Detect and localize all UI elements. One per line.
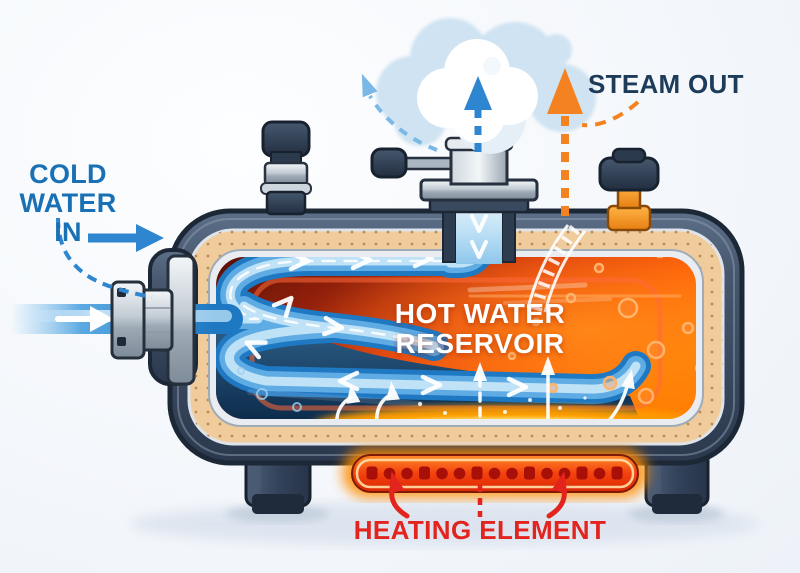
element-segments xyxy=(366,466,623,480)
steam-drift-arrow xyxy=(361,73,438,152)
label-hot-water-reservoir: HOT WATER RESERVOIR xyxy=(378,298,582,360)
cold-water-arrow xyxy=(56,217,164,299)
reservoir-contents xyxy=(216,257,696,419)
convection-arrowheads xyxy=(346,356,635,404)
pressure-relief-valve xyxy=(598,147,660,232)
label-heating-element: HEATING ELEMENT xyxy=(353,515,607,545)
heating-element-pointers xyxy=(388,471,568,519)
cold-water-inlet xyxy=(0,248,243,386)
steam-ladder-path xyxy=(526,224,587,313)
steam-out-arrow xyxy=(547,68,640,216)
bubbles xyxy=(507,257,696,405)
heating-element xyxy=(342,448,648,498)
label-cold-water-in-line1: COLD xyxy=(29,159,107,189)
top-fitting xyxy=(260,120,312,216)
pool-bubbles xyxy=(237,367,302,412)
heating-glow xyxy=(315,396,696,419)
label-cold-water-in: COLD WATER IN xyxy=(4,159,132,248)
cold-water-guide xyxy=(56,217,153,299)
steam-flow-arrow xyxy=(464,76,492,152)
label-hot-water-line1: HOT WATER xyxy=(394,298,566,329)
inlet-flow-arrow xyxy=(55,306,114,332)
label-cold-water-in-line2: WATER IN xyxy=(19,188,117,248)
label-hot-water-line2: RESERVOIR xyxy=(395,328,565,360)
label-steam-out: STEAM OUT xyxy=(588,69,744,99)
